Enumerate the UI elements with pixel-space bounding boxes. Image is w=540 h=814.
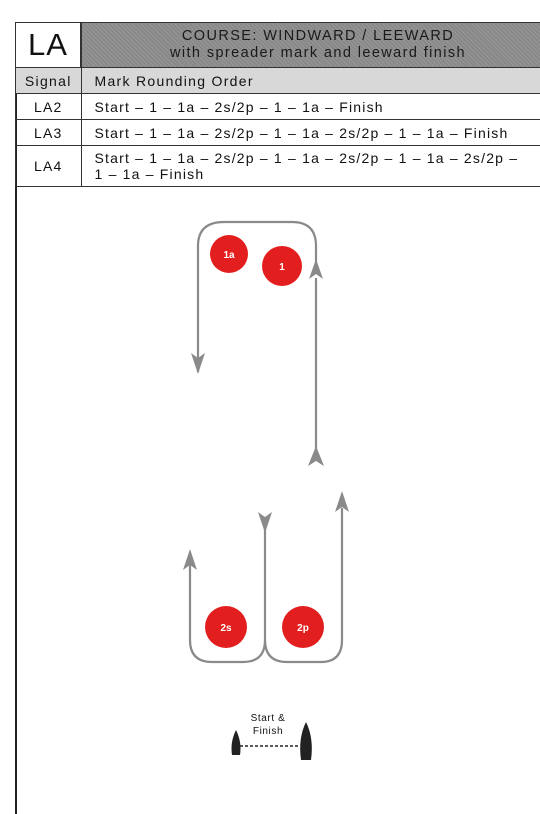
up-arrow-mid-right [308, 446, 324, 466]
mark-1: 1 [262, 246, 302, 286]
start-finish-label-line1: Start & [251, 713, 286, 724]
mark-1a-label: 1a [223, 250, 235, 261]
up-arrow-upper-right [309, 259, 323, 279]
down-arrow-gate-center [258, 512, 272, 533]
mark-2s-label: 2s [220, 623, 232, 634]
mark-1-label: 1 [279, 262, 285, 273]
committee-boat-icon [300, 722, 312, 760]
mark-2p-label: 2p [297, 623, 309, 634]
pin-end-boat-icon [232, 730, 241, 755]
mark-2s: 2s [205, 606, 247, 648]
mark-1a: 1a [210, 235, 248, 273]
start-finish-label-line2: Finish [253, 726, 283, 737]
course-diagram: 1a 1 2s 2p Start & Finish [0, 0, 540, 797]
mark-2p: 2p [282, 606, 324, 648]
